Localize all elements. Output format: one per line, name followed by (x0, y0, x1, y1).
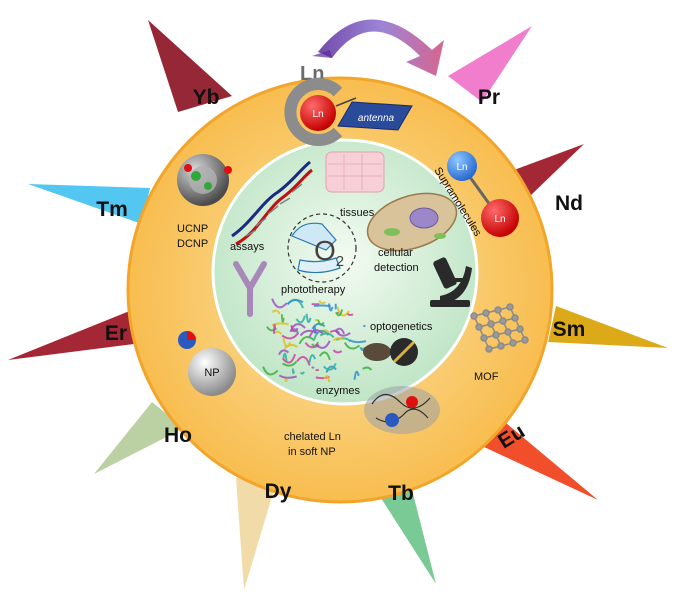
np-label: NP (204, 367, 219, 379)
ray-tb (372, 474, 436, 584)
antibody-icon (233, 261, 267, 317)
element-label-dy: Dy (265, 480, 292, 503)
detection-label: detection (374, 262, 419, 274)
ray-eu (482, 418, 598, 500)
arrow-left-arm (312, 50, 332, 58)
soft-np-icon (364, 386, 440, 434)
element-label-nd: Nd (555, 192, 583, 215)
phototherapy-label: phototherapy (281, 284, 346, 296)
chelated-label-line1: chelated Ln (284, 431, 341, 443)
element-label-sm: Sm (553, 318, 586, 341)
enzyme-structure-icon (262, 298, 374, 383)
element-label-pr: Pr (478, 86, 500, 109)
element-label-tb: Tb (388, 482, 414, 505)
supra-ln-bottom: Ln (494, 214, 505, 225)
ray-yb (148, 20, 232, 112)
element-label-er: Er (105, 322, 127, 345)
ucnp-particle-icon (177, 154, 232, 206)
ray-pr (448, 26, 532, 102)
mof-lattice-icon (470, 303, 529, 353)
assays-label: assays (230, 241, 265, 253)
optogenetics-icon (363, 338, 418, 366)
dna-icon (231, 160, 313, 246)
ray-sm (548, 306, 668, 348)
tissues-label: tissues (340, 207, 375, 219)
optogenetics-label: optogenetics (370, 321, 433, 333)
enzymes-label: enzymes (316, 385, 361, 397)
ray-tm (28, 184, 150, 224)
cellular-label: cellular (378, 247, 413, 259)
supramolecule-icon (447, 151, 519, 237)
element-label-ho: Ho (164, 424, 192, 447)
antenna-ln-badge: Ln (312, 109, 323, 120)
mof-label: MOF (474, 371, 499, 383)
ray-er (8, 306, 150, 360)
phototherapy-icon (287, 213, 357, 283)
ray-dy (236, 470, 280, 590)
element-rays (8, 20, 668, 590)
chelated-label-line2: in soft NP (288, 446, 336, 458)
energy-transfer-arrow (318, 19, 444, 76)
element-label-tm: Tm (96, 198, 128, 221)
element-label-yb: Yb (193, 86, 220, 109)
ray-ho (94, 402, 184, 474)
ucnp-label: UCNP (177, 223, 208, 235)
supra-ln-top: Ln (456, 162, 467, 173)
cell-icon (366, 192, 458, 252)
antenna-label: antenna (358, 113, 395, 124)
tissue-icon (325, 151, 385, 193)
microscope-icon (430, 257, 472, 307)
o2-symbol: O2 (314, 235, 344, 270)
dcnp-label: DCNP (177, 238, 208, 250)
np-particle-icon (178, 331, 236, 396)
antenna-complex-icon: Ln antenna (284, 78, 413, 146)
